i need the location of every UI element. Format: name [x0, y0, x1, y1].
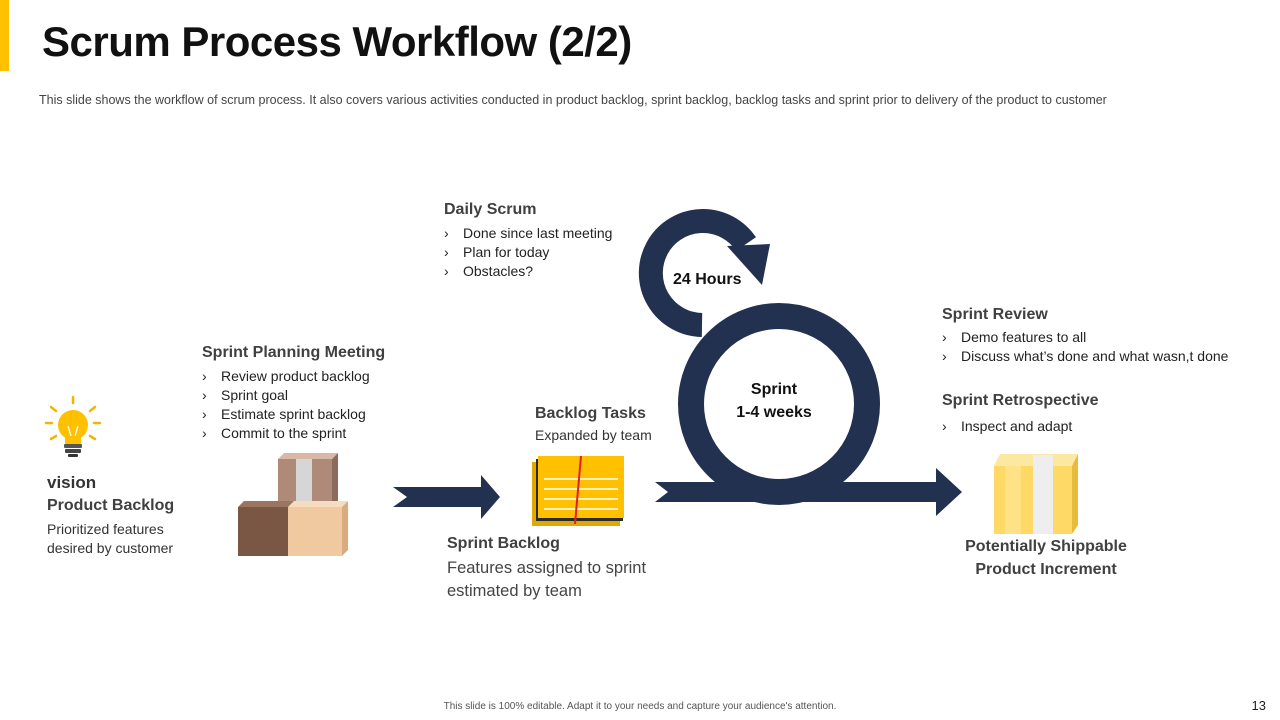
list-item: ›Commit to the sprint [202, 425, 347, 441]
package-icon [994, 454, 1078, 534]
sprint-backlog-title: Sprint Backlog [447, 535, 560, 552]
bullet-chevron-icon: › [202, 368, 207, 384]
accent-bar [0, 0, 9, 71]
sprint-retrospective-title: Sprint Retrospective [942, 392, 1099, 409]
list-item: ›Demo features to all [942, 329, 1087, 345]
sprint-review-title: Sprint Review [942, 306, 1048, 323]
daily-cycle-label: 24 Hours [673, 271, 742, 288]
bullet-chevron-icon: › [202, 406, 207, 422]
daily-scrum-list: ›Done since last meeting ›Plan for today… [444, 224, 612, 281]
list-item: ›Review product backlog [202, 368, 370, 384]
daily-scrum-title: Daily Scrum [444, 201, 537, 218]
sprint-backlog-desc-line2: estimated by team [447, 582, 582, 600]
product-backlog-title: Product Backlog [47, 497, 175, 514]
list-item: ›Discuss what’s done and what wasn,t don… [942, 348, 1229, 364]
list-item: ›Sprint goal [202, 387, 288, 403]
increment-title-line2: Product Increment [975, 561, 1117, 578]
slide-title: Scrum Process Workflow (2/2) [42, 18, 632, 65]
list-item: ›Plan for today [444, 244, 550, 260]
daily-cycle-arrow [638, 209, 770, 337]
sprint-retrospective-list: ›Inspect and adapt [942, 417, 1072, 436]
lightbulb-icon [44, 395, 102, 457]
sprint-duration-label: 1-4 weeks [736, 404, 812, 421]
boxes-icon [238, 453, 348, 556]
notepad-icon [532, 455, 624, 526]
flow-arrow-1 [393, 475, 500, 519]
list-item: ›Inspect and adapt [942, 418, 1073, 434]
sprint-review-list: ›Demo features to all ›Discuss what’s do… [942, 328, 1228, 366]
bullet-chevron-icon: › [202, 425, 207, 441]
flow-arrow-2 [655, 468, 962, 516]
bullet-chevron-icon: › [444, 225, 449, 241]
increment-title-line1: Potentially Shippable [965, 538, 1127, 555]
page-number: 13 [1251, 698, 1266, 713]
bullet-chevron-icon: › [202, 387, 207, 403]
product-backlog-desc-line1: Prioritized features [47, 521, 164, 537]
vision-label: vision [47, 473, 97, 492]
bullet-chevron-icon: › [942, 418, 947, 434]
product-backlog-desc-line2: desired by customer [47, 540, 174, 556]
sprint-label: Sprint [750, 381, 798, 398]
sprint-backlog-desc-line1: Features assigned to sprint [447, 559, 647, 577]
sprint-planning-list: ›Review product backlog ›Sprint goal ›Es… [202, 367, 370, 443]
backlog-tasks-desc: Expanded by team [535, 427, 652, 443]
bullet-chevron-icon: › [942, 329, 947, 345]
list-item: ›Done since last meeting [444, 225, 613, 241]
footer-note: This slide is 100% editable. Adapt it to… [443, 701, 837, 712]
bullet-chevron-icon: › [444, 244, 449, 260]
bullet-chevron-icon: › [444, 263, 449, 279]
backlog-tasks-title: Backlog Tasks [535, 405, 646, 422]
bullet-chevron-icon: › [942, 348, 947, 364]
list-item: ›Obstacles? [444, 263, 534, 279]
list-item: ›Estimate sprint backlog [202, 406, 366, 422]
slide-subtitle: This slide shows the workflow of scrum p… [39, 93, 1107, 107]
sprint-planning-title: Sprint Planning Meeting [202, 344, 386, 361]
